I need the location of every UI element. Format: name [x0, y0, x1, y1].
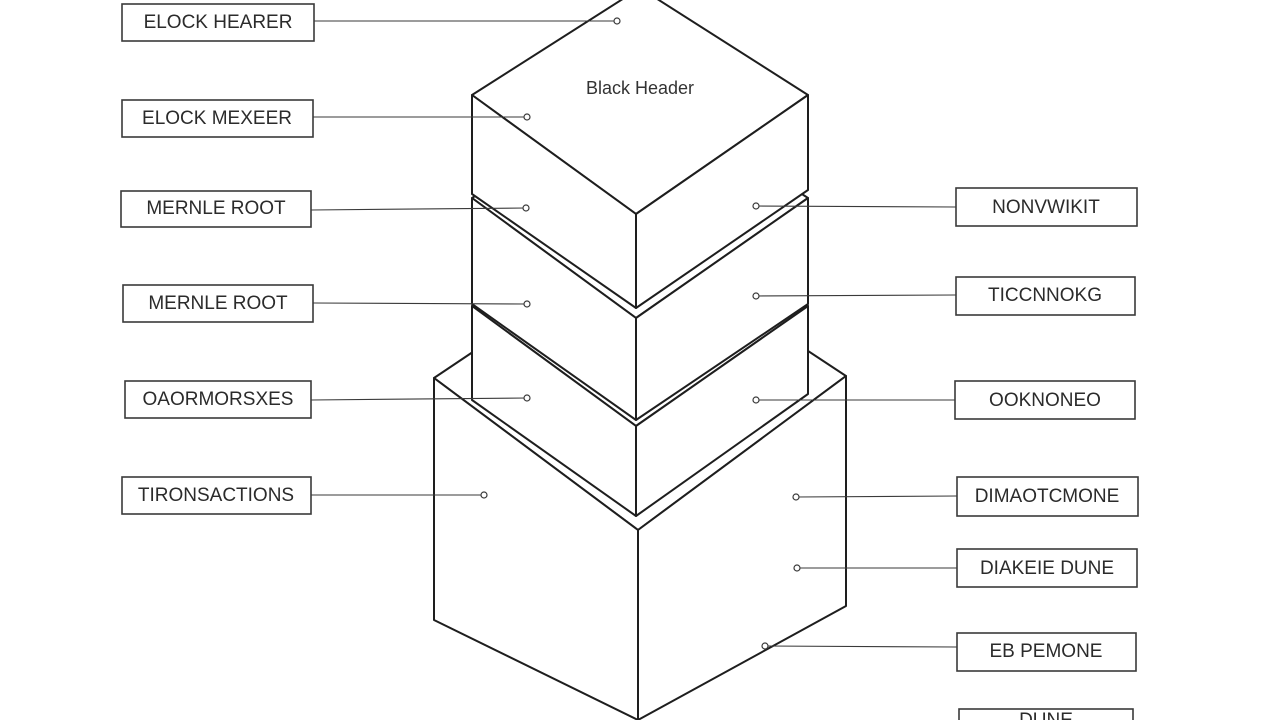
right-label-2-text: TICCNNOKG [988, 285, 1102, 306]
left-label-3-text: MERNLE ROOT [146, 198, 286, 219]
right-label-4-text: DIMAOTCMONE [975, 486, 1120, 507]
left-label-3: MERNLE ROOT [120, 190, 530, 228]
left-label-2-text: ELOCK MEXEER [142, 108, 292, 129]
left-label-column: ELOCK HEARER ELOCK MEXEER MERNLE ROOT ME… [120, 3, 621, 515]
right-label-3-text: OOKNONEO [989, 390, 1101, 411]
right-label-3: OOKNONEO [752, 380, 1136, 420]
right-label-7: DUNE [958, 708, 1134, 720]
left-label-6-text: TIRONSACTIONS [138, 485, 294, 506]
top-box [471, 0, 809, 309]
right-label-7-text: DUNE [1019, 710, 1073, 720]
left-label-6: TIRONSACTIONS [121, 476, 488, 515]
block-stack: Black Header [433, 0, 847, 720]
left-label-1-text: ELOCK HEARER [144, 12, 293, 33]
left-label-2: ELOCK MEXEER [121, 99, 531, 138]
left-label-5-text: OAORMORSXES [143, 389, 294, 410]
right-label-1-text: NONVWIKIT [992, 197, 1100, 218]
left-label-4-text: MERNLE ROOT [148, 293, 288, 314]
left-label-4: MERNLE ROOT [122, 284, 531, 323]
right-label-4: DIMAOTCMONE [792, 476, 1139, 517]
left-label-5: OAORMORSXES [124, 380, 531, 419]
right-label-6: EB PEMONE [761, 632, 1137, 672]
right-label-2: TICCNNOKG [752, 276, 1136, 316]
right-label-6-text: EB PEMONE [990, 641, 1103, 662]
right-label-1: NONVWIKIT [752, 187, 1138, 227]
left-label-1: ELOCK HEARER [121, 3, 621, 42]
right-label-5-text: DIAKEIE DUNE [980, 558, 1114, 579]
right-label-5: DIAKEIE DUNE [793, 548, 1138, 588]
top-box-caption: Black Header [586, 78, 694, 98]
right-label-column: NONVWIKIT TICCNNOKG OOKNONEO DIMAOTCMONE… [752, 187, 1139, 720]
